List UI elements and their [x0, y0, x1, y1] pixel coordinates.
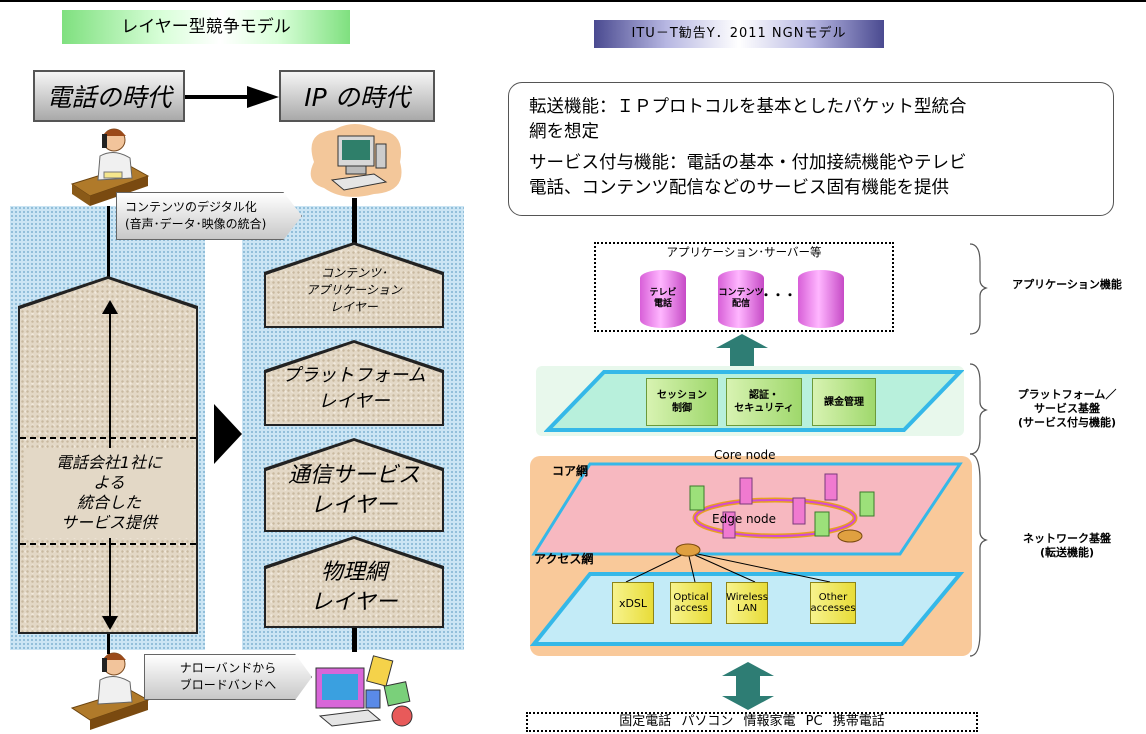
- layer-label: コンテンツ･: [320, 266, 387, 280]
- layer-platform: プラットフォーム レイヤー: [266, 343, 442, 424]
- access-item-line: xDSL: [618, 596, 648, 610]
- layer-comm-service: 通信サービス レイヤー: [266, 441, 442, 530]
- platform-item-line: セッション: [657, 390, 707, 401]
- computer-icon: [310, 124, 402, 197]
- dash-line-lower: [20, 543, 196, 545]
- platform-billing: 課金管理: [812, 378, 876, 426]
- access-item-line: LAN: [736, 603, 758, 614]
- label-line: (サービス付与機能): [1017, 416, 1117, 429]
- era-arrow: [185, 86, 279, 108]
- phone-company-line: 電話会社1社に: [55, 453, 163, 472]
- top-rule: [0, 0, 1146, 2]
- description-box: 転送機能：ＩＰプロトコルを基本としたパケット型統合 網を想定 サービス付与機能：…: [508, 82, 1114, 216]
- desc-line: 転送機能：ＩＰプロトコルを基本としたパケット型統合: [529, 97, 967, 117]
- layer-label: レイヤー: [310, 589, 398, 615]
- phone-line-bottom: [107, 632, 110, 654]
- app-item-line: 配信: [731, 299, 750, 309]
- layer-label: レイヤー: [318, 390, 390, 412]
- app-item-more-cylinder: [798, 270, 844, 328]
- label-network-function: ネットワーク基盤 (転送機能): [992, 532, 1142, 560]
- access-item-line: Wireless: [726, 592, 768, 603]
- left-title: レイヤー型競争モデル: [62, 10, 350, 44]
- access-item-line: accesses: [810, 603, 856, 614]
- core-net-label: コア網: [552, 464, 589, 478]
- label-line: プラットフォーム／: [1017, 388, 1117, 401]
- phone-company-text: 電話会社1社に よる 統合した サービス提供: [24, 448, 194, 538]
- phone-user-icon-bottom: [70, 652, 150, 730]
- transition-arrow: [214, 404, 242, 464]
- phone-line-top: [107, 206, 110, 284]
- access-item-line: Optical: [673, 592, 709, 603]
- platform-item-line: 制御: [672, 403, 692, 414]
- desc-line: 電話、コンテンツ配信などのサービス固有機能を提供: [529, 178, 949, 198]
- access-net-label: アクセス網: [534, 552, 594, 566]
- layer-label: プラットフォーム: [282, 364, 426, 386]
- layer-label: レイヤー: [330, 300, 378, 314]
- label-platform-function: プラットフォーム／ サービス基盤 (サービス付与機能): [992, 388, 1142, 430]
- era-phone-box: 電話の時代: [33, 70, 185, 122]
- desc-line: サービス付与機能：電話の基本・付加接続機能やテレビ: [529, 153, 967, 173]
- phone-company-line: よる: [93, 473, 125, 492]
- multimedia-icon: [315, 655, 413, 727]
- network-planes: [530, 462, 965, 646]
- label-line: サービス基盤: [1034, 402, 1100, 415]
- platform-item-line: セキュリティ: [734, 403, 794, 414]
- app-item-content: コンテンツ配信: [718, 270, 764, 328]
- layer-contents-app: コンテンツ･ アプリケーション レイヤー: [266, 245, 442, 326]
- callout-broadband: ナローバンドから ブロードバンドへ: [144, 654, 312, 700]
- app-item-line: 電話: [653, 299, 672, 309]
- callout-digital: コンテンツのデジタル化 (音声･データ･映像の統合): [116, 192, 302, 240]
- label-line: (転送機能): [1039, 546, 1095, 559]
- ip-line-top: [352, 198, 357, 246]
- access-item-line: Other: [818, 592, 848, 603]
- platform-session: セッション制御: [646, 378, 718, 426]
- platform-item-line: 認証・: [749, 390, 779, 401]
- era-ip-box: IP の時代: [279, 70, 435, 122]
- layer-label: 通信サービス: [287, 462, 420, 488]
- layer-label: アプリケーション: [306, 283, 402, 297]
- callout-line: コンテンツのデジタル化: [125, 200, 257, 214]
- access-xdsl: xDSL: [612, 582, 654, 624]
- desc-line: 網を想定: [529, 122, 599, 142]
- phone-company-line: 統合した: [76, 493, 141, 512]
- core-node-label: Core node: [714, 448, 776, 462]
- platform-auth: 認証・セキュリティ: [726, 378, 802, 426]
- callout-line: ブロードバンドへ: [179, 678, 277, 692]
- app-item-line: テレビ: [649, 288, 677, 298]
- app-item-tv-phone: テレビ電話: [640, 270, 686, 328]
- app-item-line: コンテンツ: [718, 288, 764, 298]
- layer-label: 物理網: [320, 559, 387, 585]
- terminals-box: 固定電話 パソコン 情報家電 PC 携帯電話: [526, 712, 978, 732]
- platform-item-line: 課金管理: [824, 396, 864, 408]
- phone-company-line: サービス提供: [60, 513, 157, 532]
- app-servers-label: アプリケーション･サーバー等: [666, 245, 822, 259]
- app-servers-box: [594, 242, 894, 332]
- right-braces: [969, 243, 988, 657]
- ip-line-bottom: [352, 624, 357, 652]
- callout-line: ナローバンドから: [179, 661, 277, 675]
- edge-node-label: Edge node: [712, 512, 776, 526]
- layer-physical: 物理網 レイヤー: [266, 539, 442, 626]
- access-item-line: access: [674, 603, 708, 614]
- layer-label: レイヤー: [310, 492, 398, 518]
- dash-line-upper: [20, 437, 196, 439]
- label-line: ネットワーク基盤: [1023, 532, 1111, 545]
- phone-user-icon: [70, 128, 150, 206]
- double-arrow-icon-bottom: [722, 662, 774, 710]
- label-app-function: アプリケーション機能: [1012, 278, 1122, 291]
- callout-line: (音声･データ･映像の統合): [125, 217, 267, 231]
- right-title: ITU－T勧告Y．2011 NGNモデル: [594, 20, 884, 48]
